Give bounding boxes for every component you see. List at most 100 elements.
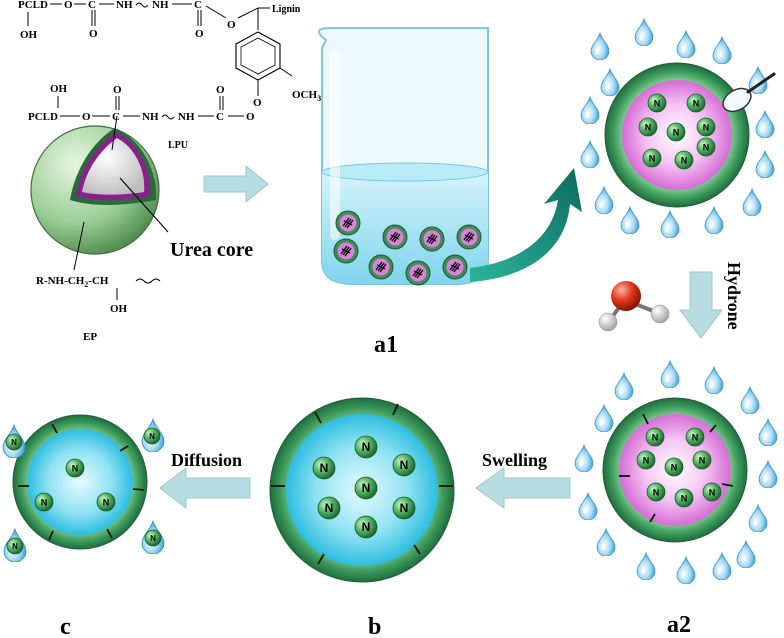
hydroxyl-label-1: OH bbox=[20, 29, 38, 41]
nitrogen-letter: N bbox=[654, 98, 661, 108]
label-a1: a1 bbox=[374, 332, 398, 358]
swelling-label: Swelling bbox=[482, 450, 547, 470]
nitrogen-letter: N bbox=[673, 127, 680, 137]
nitrogen-letter: N bbox=[362, 440, 371, 454]
nitrogen-letter: N bbox=[41, 497, 48, 507]
nitrogen-letter: N bbox=[400, 458, 409, 472]
water-drop bbox=[676, 30, 696, 58]
water-drop bbox=[755, 110, 775, 138]
water-drop bbox=[594, 404, 614, 432]
water-drop bbox=[596, 528, 616, 556]
carbonyl-oxygen-2: O bbox=[195, 28, 204, 40]
pcld-label-1: PCLD bbox=[18, 0, 48, 11]
nh-label-2: NH bbox=[152, 0, 169, 11]
lpu-ep-capsule-structure: PCLD O C O NH NH C O O Lignin OH OCH3 O … bbox=[18, 0, 321, 343]
nh-label-3: NH bbox=[142, 111, 159, 123]
water-drop bbox=[590, 32, 610, 60]
nitrogen-ball: N bbox=[685, 427, 705, 447]
nitrogen-ball: N bbox=[354, 515, 378, 539]
nh-label-4: NH bbox=[178, 111, 195, 123]
nitrogen-ball: N bbox=[692, 450, 712, 470]
lignin-label: Lignin bbox=[272, 4, 301, 15]
oxygen-2: O bbox=[227, 19, 236, 31]
oxygen-4: O bbox=[82, 111, 91, 123]
nitrogen-letter: N bbox=[703, 142, 710, 152]
water-drop bbox=[758, 418, 778, 446]
nitrogen-letter: N bbox=[72, 463, 79, 473]
nitrogen-ball: N bbox=[642, 148, 662, 168]
beaker-capsule bbox=[405, 260, 431, 286]
water-drop bbox=[740, 386, 760, 414]
nitrogen-letter: N bbox=[362, 481, 371, 495]
nitrogen-letter: N bbox=[12, 542, 18, 551]
ep-hydroxyl-label: OH bbox=[110, 303, 128, 315]
oxygen-5: O bbox=[246, 111, 255, 123]
nitrogen-ball: N bbox=[354, 435, 378, 459]
shell-cracks bbox=[271, 403, 453, 565]
nitrogen-ball: N bbox=[645, 427, 665, 447]
nitrogen-ball: N bbox=[666, 122, 686, 142]
carbon-4: C bbox=[216, 111, 224, 123]
nitrogen-ball: N bbox=[392, 453, 416, 477]
nitrogen-ball: N bbox=[636, 450, 656, 470]
carbonyl-oxygen-3: O bbox=[113, 84, 122, 96]
nitrogen-letter: N bbox=[150, 534, 156, 543]
ep-chain-label: R-NH-CH2-CH bbox=[36, 275, 109, 289]
nitrogen-ball: N bbox=[354, 476, 378, 500]
water-drop bbox=[580, 140, 600, 168]
beaker-water bbox=[322, 172, 488, 284]
nitrogen-ball: N bbox=[638, 117, 658, 137]
swelling-arrow bbox=[475, 467, 571, 509]
carbon-3: C bbox=[112, 111, 120, 123]
nitrogen-letter: N bbox=[645, 122, 652, 132]
water-drop bbox=[600, 68, 620, 96]
lpu-label: LPU bbox=[168, 140, 188, 151]
water-drop bbox=[704, 366, 724, 394]
water-drop bbox=[634, 18, 654, 46]
label-a2: a2 bbox=[667, 612, 691, 638]
nitrogen-ball: N bbox=[696, 117, 716, 137]
shell-cracks bbox=[619, 413, 734, 523]
nitrogen-letter: N bbox=[681, 155, 688, 165]
water-molecule-icon bbox=[598, 281, 670, 332]
nitrogen-letter: N bbox=[643, 455, 650, 465]
nitrogen-letter: N bbox=[709, 487, 716, 497]
water-drop bbox=[742, 188, 762, 216]
water-drop bbox=[736, 540, 756, 568]
carbonyl-oxygen-1: O bbox=[89, 28, 98, 40]
nitrogen-letter: N bbox=[149, 432, 155, 441]
nitrogen-ball: N bbox=[317, 496, 341, 520]
beaker-capsule bbox=[368, 254, 394, 280]
beaker-capsule bbox=[382, 224, 408, 250]
nitrogen-letter: N bbox=[693, 98, 700, 108]
nitrogen-ball: N bbox=[664, 457, 684, 477]
hydrone-label: Hydrone bbox=[724, 262, 744, 330]
label-b: b bbox=[368, 614, 381, 638]
hydrone-arrow bbox=[679, 271, 723, 339]
hydroxyl-label-2: OH bbox=[50, 83, 68, 95]
water-drop bbox=[758, 460, 778, 488]
nitrogen-letter: N bbox=[649, 153, 656, 163]
carbonyl-oxygen-4: O bbox=[216, 84, 225, 96]
water-drop bbox=[712, 552, 732, 580]
nitrogen-ball: N bbox=[6, 537, 24, 555]
nitrogen-ball: N bbox=[34, 492, 54, 512]
nitrogen-letter: N bbox=[325, 501, 334, 515]
capsule-depleted-core bbox=[27, 429, 133, 535]
beaker-capsule bbox=[456, 224, 482, 250]
water-drop bbox=[614, 372, 634, 400]
carbon-1: C bbox=[88, 0, 96, 11]
oxygen-1: O bbox=[64, 0, 73, 11]
water-drop bbox=[660, 360, 680, 388]
diffusion-arrow bbox=[159, 466, 251, 510]
urea-core-wedge bbox=[82, 138, 145, 195]
shell-cracks bbox=[18, 423, 145, 541]
nitrogen-ball: N bbox=[696, 137, 716, 157]
nitrogen-ball: N bbox=[144, 529, 162, 547]
beaker-capsule bbox=[442, 254, 468, 280]
nitrogen-letter: N bbox=[400, 501, 409, 515]
diffusion-label: Diffusion bbox=[171, 450, 242, 470]
water-drop bbox=[574, 444, 594, 472]
